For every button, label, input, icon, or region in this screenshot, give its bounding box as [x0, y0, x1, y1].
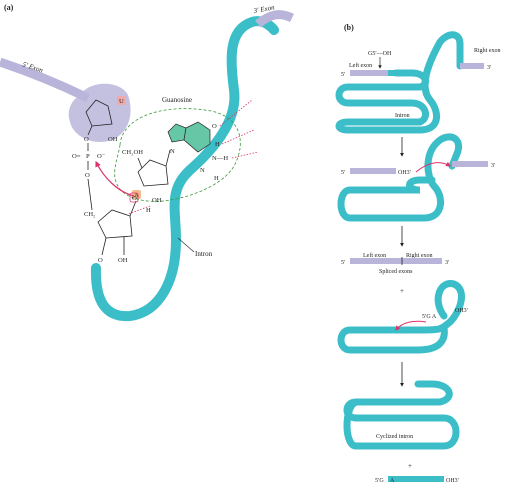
fragment-g5-label: 5′G	[375, 478, 384, 484]
fragment-a-label: A	[390, 478, 395, 484]
step1-intron-loop	[335, 31, 464, 134]
step2-attack-arrow	[415, 161, 451, 173]
step2-three-prime: 3′	[491, 163, 496, 169]
step3-plus: +	[400, 287, 404, 295]
step1-g-oh-label: G5′—OH	[368, 51, 392, 57]
step3-g5a-label: 5′G A	[422, 314, 437, 320]
exon-ribose-ring	[85, 99, 113, 127]
step3-released-intron	[337, 280, 466, 354]
uracil-highlight	[117, 96, 126, 105]
intron-strand-a	[90, 16, 279, 322]
step1-a-block	[388, 70, 396, 76]
phosphate-o-equals: O=	[72, 153, 81, 160]
exon-ribose-highlight	[68, 83, 131, 142]
adenine-label: A	[134, 192, 139, 199]
guanosine-h-label: H	[146, 207, 151, 214]
ribose-o-label: O	[84, 136, 89, 143]
intron-label-a: Intron	[195, 250, 213, 258]
phosphate-p: P	[86, 153, 90, 160]
glycosidic-bond	[165, 149, 171, 167]
step3-three-prime: 3′	[445, 260, 450, 266]
lower-ribose-ring	[97, 209, 133, 239]
lower-ch2-label: CH₂	[84, 211, 95, 218]
nucleophilic-attack-arrow	[95, 160, 135, 197]
panel-a-label: (a)	[4, 3, 14, 12]
step3-oh3-label: OH3′	[455, 308, 469, 314]
step1-three-prime: 3′	[487, 65, 492, 71]
step2-intron-loop	[337, 133, 463, 222]
panel-b-label: (b)	[344, 23, 354, 32]
ribose-bond	[87, 125, 93, 136]
guanine-imidazole-ring	[167, 123, 187, 143]
guanine-h-lower: H	[214, 175, 219, 182]
uracil-label: U	[119, 98, 124, 105]
step3-spliced-exons-label: Spliced exons	[379, 269, 413, 275]
phosphate-o-minus: O⁻	[97, 153, 106, 160]
step1-right-exon-label-1: Right exon	[474, 48, 501, 54]
step3-cyclization-arrow	[395, 320, 427, 331]
phosphate-lower-o: O	[85, 172, 90, 179]
step3-five-prime: 5′	[341, 260, 346, 266]
guanine-pyrimidine-ring	[183, 121, 211, 153]
guanosine-ribose-ring	[137, 159, 169, 187]
guanosine-ch2oh-label: CH₂OH	[122, 149, 143, 156]
hydrogen-bond-lines	[127, 99, 259, 215]
o-ch2-bond	[87, 178, 93, 211]
lower-o-bond	[101, 237, 107, 256]
panel-b: (b) G5′—OH Left exon Right exon 5′ 3′ In…	[335, 23, 501, 484]
fragment-oh3-label: OH3′	[446, 478, 460, 484]
intron-leader-line	[177, 237, 195, 253]
guanine-o-label: O	[212, 123, 217, 130]
ribose-oh-label: OH	[108, 136, 118, 143]
step1-left-exon-label: Left exon	[349, 62, 372, 69]
guanine-nh-label: N—H	[212, 155, 228, 162]
three-prime-exon-strand	[255, 10, 295, 28]
step1-five-prime: 5′	[341, 72, 346, 78]
adenine-highlight	[132, 190, 141, 199]
five-prime-exon-strand	[0, 57, 90, 103]
three-prime-exon-label: 3′ Exon	[252, 3, 276, 15]
step3-left-exon-label: Left exon	[363, 252, 386, 259]
step2-five-prime: 5′	[341, 170, 346, 176]
guanosine-oh-label: OH	[152, 197, 162, 204]
panel-a: (a) 5′ Exon U O OH O= P O⁻ O CH₂ A O OH	[0, 3, 295, 322]
step4-plus: +	[408, 462, 412, 470]
attacking-oxygen-highlight	[129, 192, 139, 203]
cyclized-intron-loop	[343, 380, 460, 450]
cyclized-intron-label: Cyclized intron	[376, 434, 413, 440]
adenine-bond	[129, 200, 137, 217]
guanine-n-label: N	[170, 148, 175, 155]
guanosine-label: Guanosine	[162, 96, 192, 104]
step2-oh3-label: OH3′	[398, 170, 412, 176]
lower-oh-label: OH	[118, 257, 128, 264]
guanine-n-lower: N	[200, 167, 205, 174]
step3-right-exon-label: Right exon	[406, 253, 433, 259]
ch2oh-bond	[137, 157, 143, 169]
step1-intron-label: Intron	[395, 113, 410, 119]
guanosine-dashed-outline	[114, 108, 241, 202]
lower-o-label: O	[98, 257, 103, 264]
guanine-h-top: H	[215, 141, 220, 148]
guanosine-o-label: O	[132, 195, 137, 202]
